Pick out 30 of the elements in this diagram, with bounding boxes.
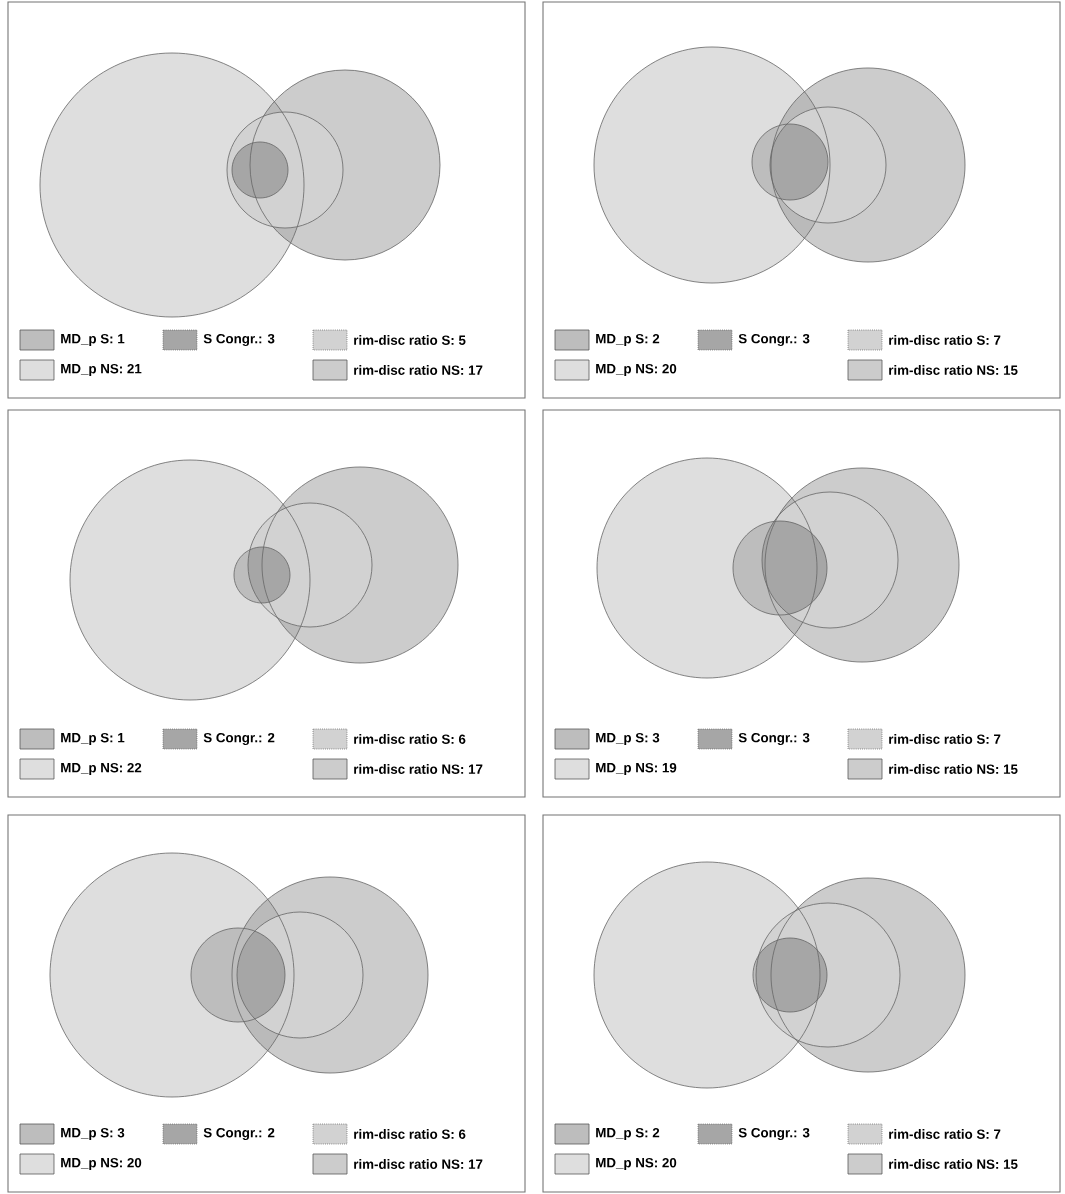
legend-label: MD_p S: 2 [596, 1128, 660, 1141]
legend-label: rim-disc ratio NS: 15 [889, 365, 1018, 375]
legend-label: S Congr.: 2 [203, 1127, 275, 1141]
legend-label: MD_p S: 3 [61, 1128, 125, 1141]
legend-label: MD_p NS: 20 [596, 363, 677, 377]
legend-label: MD_p NS: 22 [61, 762, 142, 776]
legend-label: rim-disc ratio NS: 17 [354, 365, 483, 375]
legend-label: rim-disc ratio S: 7 [889, 734, 1001, 744]
legend-label: rim-disc ratio NS: 17 [354, 764, 483, 774]
legend-label: S Congr.: 3 [738, 333, 810, 347]
legend-label: rim-disc ratio NS: 15 [889, 764, 1018, 774]
legend-label: rim-disc ratio S: 7 [889, 1129, 1001, 1139]
legend-label: MD_p S: 3 [596, 732, 660, 746]
legend-label: rim-disc ratio S: 7 [889, 335, 1001, 345]
legend-label: MD_p S: 1 [61, 732, 125, 746]
legend-label: MD_p NS: 19 [596, 762, 677, 776]
legend-label: rim-disc ratio S: 6 [354, 734, 466, 744]
legend-label: S Congr.: 2 [203, 732, 275, 746]
legend-label: rim-disc ratio S: 5 [354, 335, 466, 345]
legend-label: rim-disc ratio NS: 17 [354, 1159, 483, 1169]
legend-label: MD_p NS: 20 [596, 1158, 677, 1171]
legend-label: S Congr.: 3 [738, 732, 810, 746]
legend-label: S Congr.: 3 [738, 1127, 810, 1141]
legend-label: S Congr.: 3 [203, 333, 275, 347]
legend-label: MD_p NS: 20 [61, 1158, 142, 1171]
legend-label: MD_p S: 1 [61, 333, 125, 347]
legend-label: rim-disc ratio NS: 15 [889, 1159, 1018, 1169]
legend-label: MD_p NS: 21 [61, 363, 142, 377]
legend-label: rim-disc ratio S: 6 [354, 1129, 466, 1139]
legend-label: MD_p S: 2 [596, 333, 660, 347]
